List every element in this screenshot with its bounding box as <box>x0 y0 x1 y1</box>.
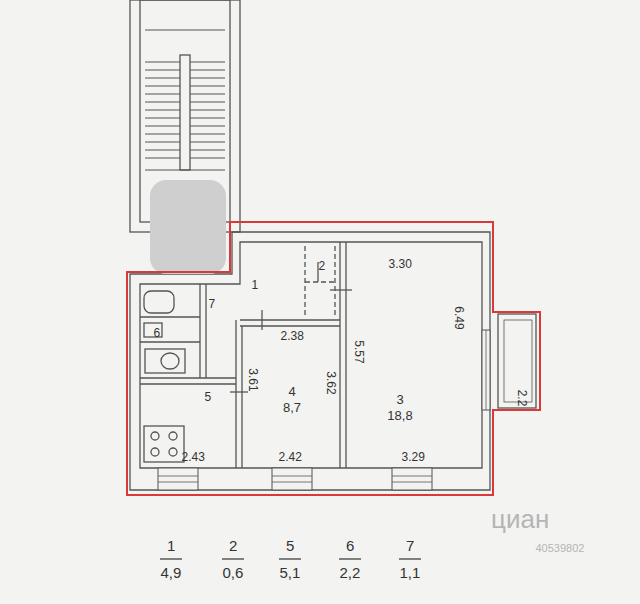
dimension: 3.30 <box>389 257 412 271</box>
legend-area: 5,1 <box>280 566 301 580</box>
dimension: 2.43 <box>182 450 205 464</box>
room-label: 48,7 <box>279 382 305 418</box>
dimension: 2.42 <box>279 450 302 464</box>
room-number: 6 <box>154 326 161 340</box>
room-number: 7 <box>209 297 216 311</box>
dimension: 6.49 <box>451 306 465 329</box>
watermark: 40539802 <box>536 541 585 555</box>
legend-area: 0,6 <box>223 566 244 580</box>
legend-room: 1 <box>167 539 175 553</box>
legend-area: 1,1 <box>400 566 421 580</box>
dimension: 2.38 <box>281 329 304 343</box>
room-area: 8,7 <box>283 400 301 416</box>
dimension: 3.61 <box>245 368 259 391</box>
legend-area: 2,2 <box>340 566 361 580</box>
dimension: 2.2 <box>515 390 529 407</box>
room-number: 1 <box>252 278 259 292</box>
room-number: 5 <box>205 390 212 404</box>
watermark: циан <box>491 512 549 526</box>
dimension: 3.29 <box>402 450 425 464</box>
legend-area: 4,9 <box>161 566 182 580</box>
room-area: 18,8 <box>387 408 412 424</box>
legend-room: 6 <box>346 539 354 553</box>
room-label: 318,8 <box>383 390 416 426</box>
legend-room: 7 <box>406 539 414 553</box>
dimension: 5.57 <box>351 340 365 363</box>
legend-room: 5 <box>286 539 294 553</box>
legend-room: 2 <box>229 539 237 553</box>
room-number: 4 <box>283 384 301 400</box>
room-number: 2 <box>319 259 326 273</box>
room-number: 3 <box>387 392 412 408</box>
dimension: 3.62 <box>323 371 337 394</box>
